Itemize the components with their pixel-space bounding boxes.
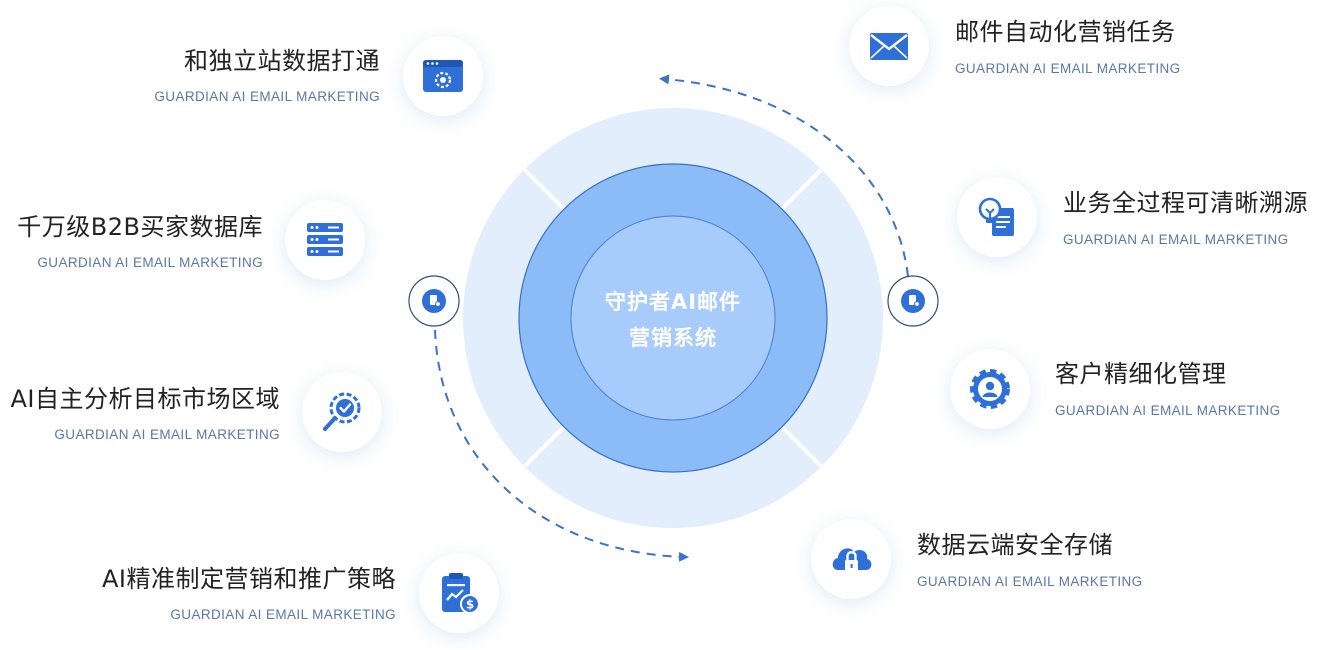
feature-title: 客户精细化管理: [1055, 360, 1227, 388]
feature-subtitle: GUARDIAN AI EMAIL MARKETING: [154, 89, 380, 104]
svg-text:$: $: [466, 598, 474, 612]
feature-subtitle: GUARDIAN AI EMAIL MARKETING: [917, 574, 1143, 589]
feature-subtitle: GUARDIAN AI EMAIL MARKETING: [1063, 232, 1289, 247]
feature-title: AI精准制定营销和推广策略: [102, 565, 396, 593]
feature-title: 千万级B2B买家数据库: [17, 213, 263, 241]
feature-subtitle: GUARDIAN AI EMAIL MARKETING: [1055, 403, 1281, 418]
idea-document-icon: [957, 177, 1037, 257]
core-title-line-2: 营销系统: [629, 326, 717, 350]
database-server-icon: [285, 200, 365, 280]
node-right: [887, 275, 939, 327]
feature-title: AI自主分析目标市场区域: [10, 385, 280, 413]
feature-title: 和独立站数据打通: [184, 47, 380, 75]
ring-separators: [523, 168, 823, 468]
feature-title: 数据云端安全存储: [917, 531, 1113, 559]
mail-icon: [849, 6, 929, 86]
strategy-clipboard-icon: $: [419, 553, 499, 633]
feature-title: 业务全过程可清晰溯源: [1063, 189, 1308, 217]
search-analysis-icon: [302, 372, 382, 452]
cloud-lock-icon: [811, 519, 891, 599]
user-gear-icon: [950, 349, 1030, 429]
feature-subtitle: GUARDIAN AI EMAIL MARKETING: [170, 607, 396, 622]
core-title: 守护者AI邮件 营销系统: [573, 284, 773, 356]
node-left: [408, 275, 460, 327]
core-title-line-1: 守护者AI邮件: [604, 290, 742, 314]
web-settings-icon: [403, 36, 483, 116]
feature-subtitle: GUARDIAN AI EMAIL MARKETING: [955, 61, 1181, 76]
feature-title: 邮件自动化营销任务: [955, 18, 1176, 46]
feature-subtitle: GUARDIAN AI EMAIL MARKETING: [37, 255, 263, 270]
inner-core: [570, 215, 776, 421]
feature-subtitle: GUARDIAN AI EMAIL MARKETING: [54, 427, 280, 442]
flow-arc-bottom: [434, 329, 689, 562]
